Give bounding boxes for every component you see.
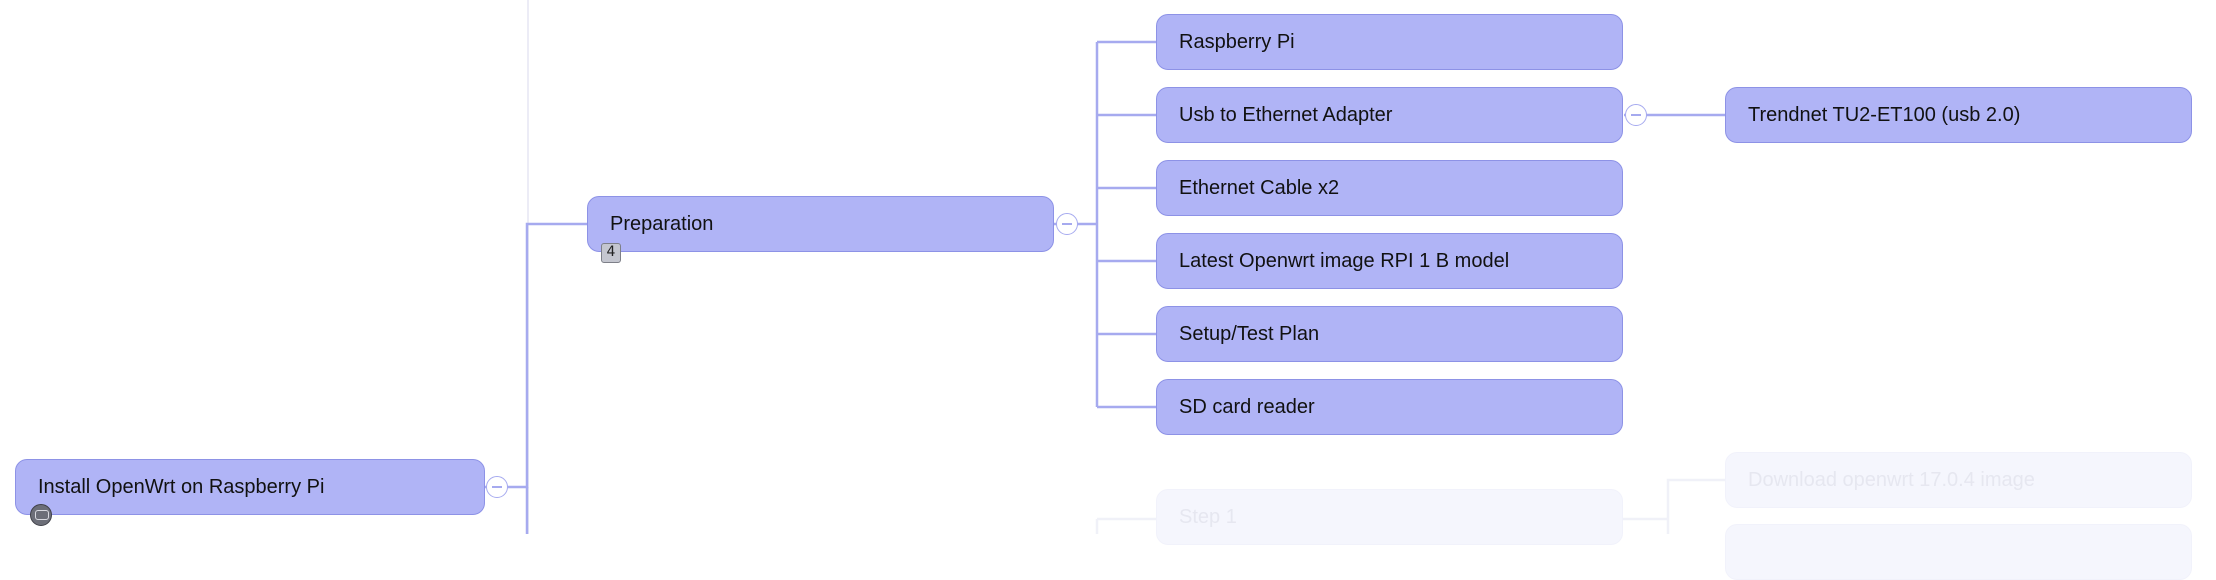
usb-adapter-collapse-toggle[interactable]: [1625, 104, 1647, 126]
node-usb-ethernet-adapter[interactable]: Usb to Ethernet Adapter: [1156, 87, 1623, 143]
node-sd-card-reader[interactable]: SD card reader: [1156, 379, 1623, 435]
node-step1[interactable]: Step 1: [1156, 489, 1623, 545]
root-node[interactable]: Install OpenWrt on Raspberry Pi: [15, 459, 485, 515]
connectors: [485, 40, 1725, 534]
node-ethernet-cable[interactable]: Ethernet Cable x2: [1156, 160, 1623, 216]
node-test-plan[interactable]: Setup/Test Plan: [1156, 306, 1623, 362]
node-download-openwrt[interactable]: Download openwrt 17.0.4 image: [1725, 452, 2192, 508]
node-step1-next-child[interactable]: [1725, 524, 2192, 580]
connector-root-preparation: [485, 222, 587, 489]
node-openwrt-image[interactable]: Latest Openwrt image RPI 1 B model: [1156, 233, 1623, 289]
node-trendnet-adapter[interactable]: Trendnet TU2-ET100 (usb 2.0): [1725, 87, 2192, 143]
root-collapse-toggle[interactable]: [486, 476, 508, 498]
note-icon[interactable]: [30, 504, 52, 526]
connector-step1-faded: [1095, 517, 1156, 534]
connector-step1-child-faded: [1623, 478, 1725, 534]
preparation-collapse-toggle[interactable]: [1056, 213, 1078, 235]
preparation-node[interactable]: Preparation: [587, 196, 1054, 252]
node-raspberry-pi[interactable]: Raspberry Pi: [1156, 14, 1623, 70]
preparation-child-count-badge: 4: [601, 243, 621, 263]
